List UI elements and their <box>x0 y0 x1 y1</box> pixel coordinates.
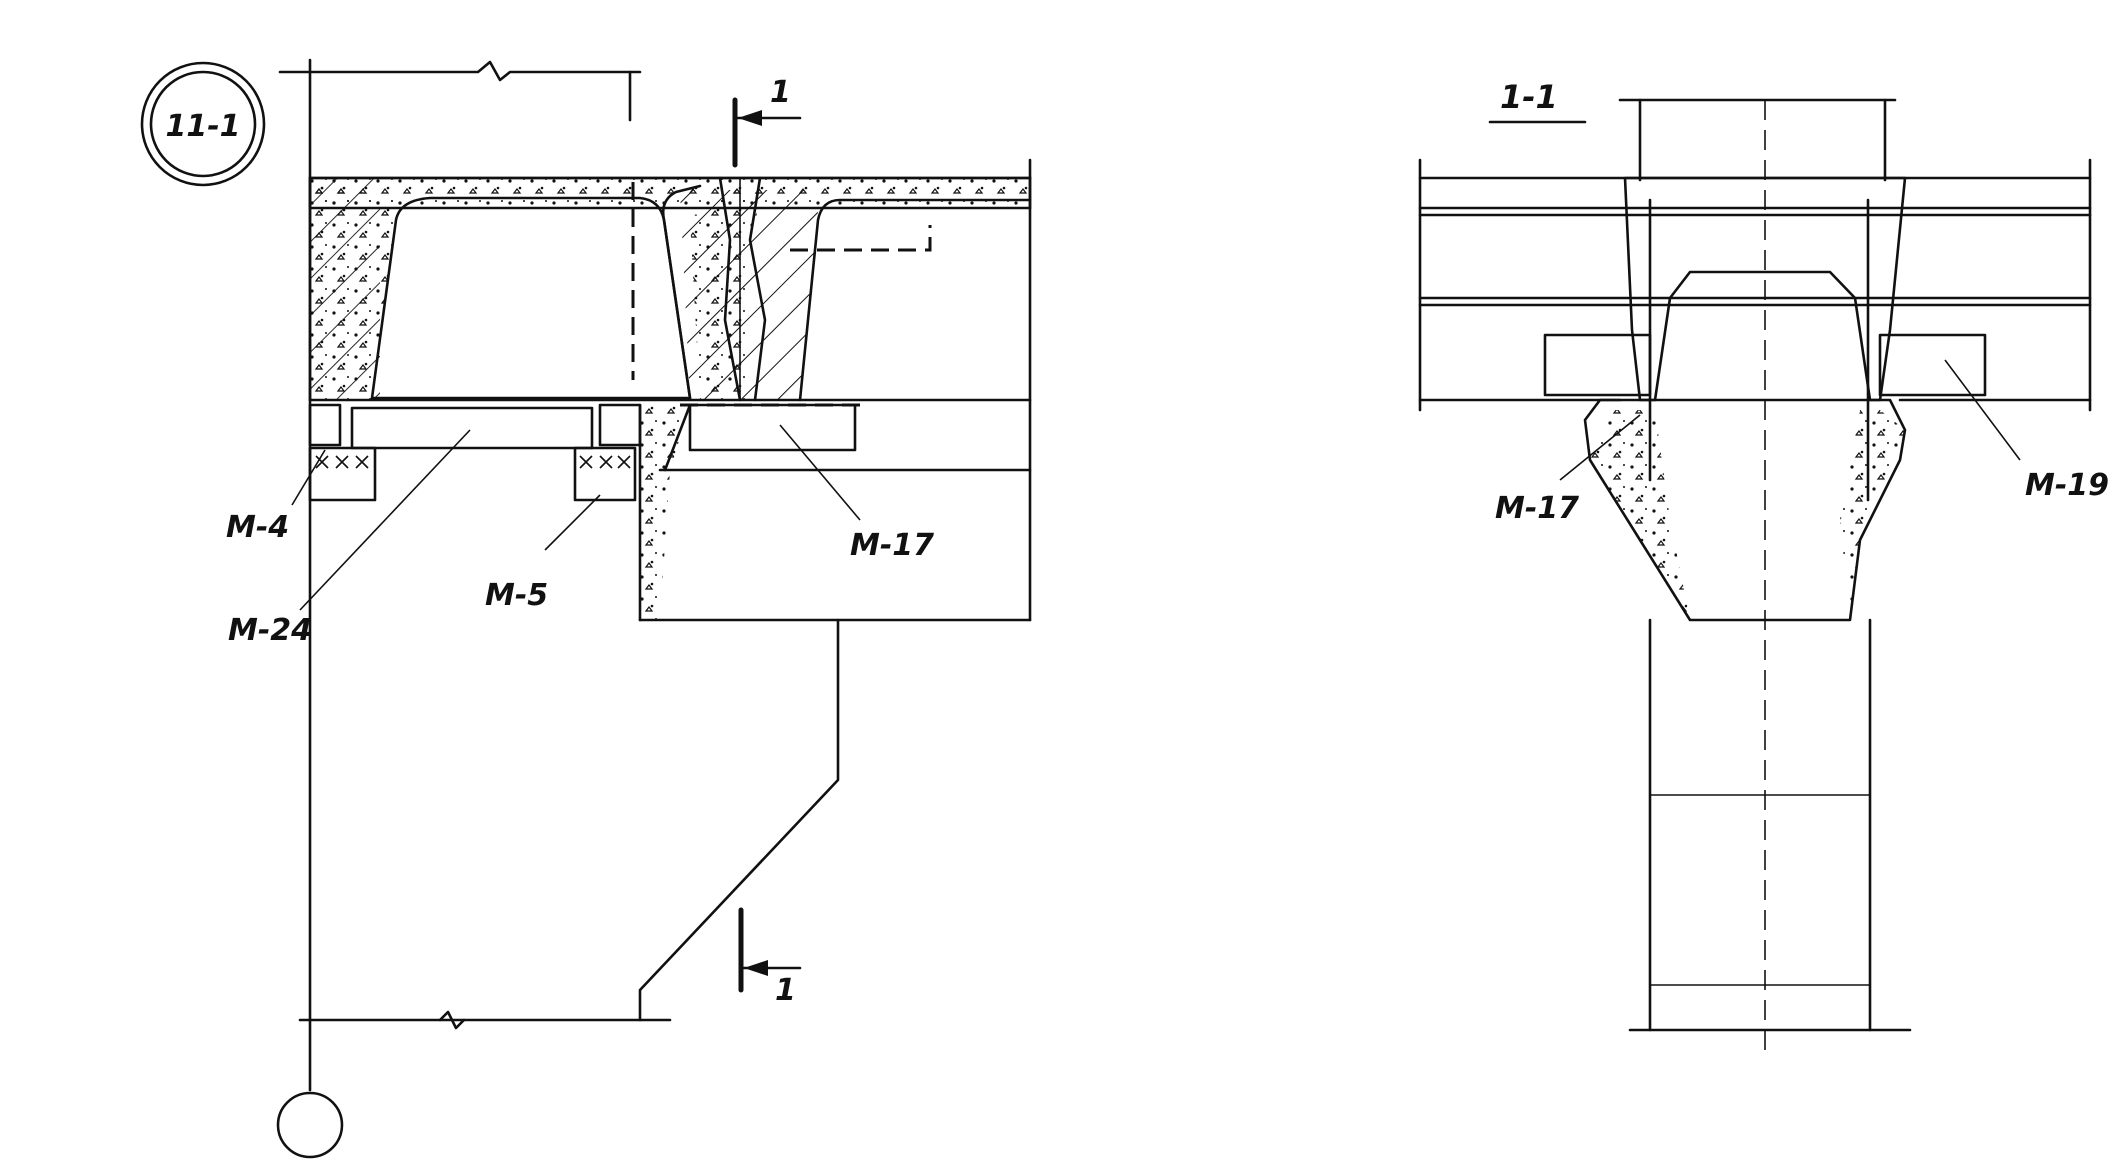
section-view: 1-1 <box>1418 78 2109 1050</box>
callout-m5: M-5 <box>485 578 548 613</box>
section-mark-bottom: 1 <box>775 973 796 1008</box>
node-marker: 11-1 <box>140 61 266 187</box>
plan-view: 11-1 <box>140 58 1032 1159</box>
callout-m17-plan: M-17 <box>850 528 934 563</box>
callout-m24: M-24 <box>228 613 312 648</box>
slab-concrete <box>308 158 1032 622</box>
callout-m4: M-4 <box>226 510 289 545</box>
section-title: 1-1 <box>1500 78 1558 116</box>
callout-m19: M-19 <box>2025 468 2109 503</box>
section-cut-top: 1 <box>732 75 802 168</box>
embedded-plates <box>308 403 857 502</box>
section-cut-bottom: 1 <box>738 907 802 1008</box>
node-mark-label: 11-1 <box>165 109 240 144</box>
callout-m17-section: M-17 <box>1495 491 1579 526</box>
section-mark-top: 1 <box>770 75 791 110</box>
